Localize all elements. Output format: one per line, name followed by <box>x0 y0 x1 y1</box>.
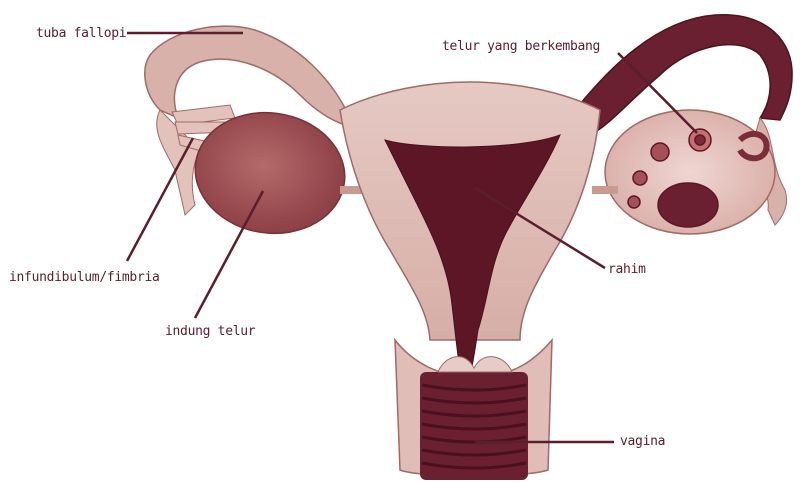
label-telur-yang-berkembang: telur yang berkembang <box>442 39 600 55</box>
label-tuba-fallopi: tuba fallopi <box>36 26 126 42</box>
label-indung-telur: indung telur <box>165 324 255 340</box>
left-fallopian-tube <box>145 26 345 125</box>
label-infundibulum-fimbria: infundibulum/fimbria <box>9 270 160 286</box>
label-rahim: rahim <box>608 262 646 278</box>
label-vagina: vagina <box>620 434 665 450</box>
right-ovarian-ligament <box>592 186 618 194</box>
cervix <box>438 357 512 372</box>
